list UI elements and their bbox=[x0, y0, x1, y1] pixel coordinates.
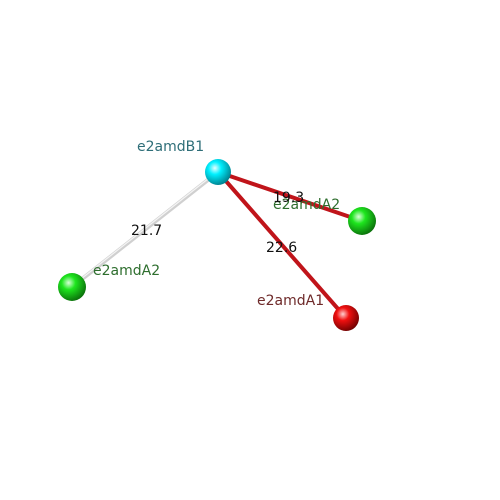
node-a1-label: e2amdA1 bbox=[257, 293, 324, 309]
node-a2-left-sphere bbox=[58, 273, 86, 301]
node-a2-right-sphere bbox=[348, 207, 376, 235]
edge-b1-a2-left-highlight bbox=[71, 170, 219, 287]
edge-b1-a1 bbox=[216, 170, 348, 320]
edge-b1-a2-left-distance: 21.7 bbox=[131, 223, 162, 239]
node-a2-left-label: e2amdA2 bbox=[93, 263, 160, 279]
node-a1-sphere bbox=[333, 305, 359, 331]
edge-b1-a2-right-distance: 19.3 bbox=[273, 190, 304, 206]
edge-b1-a2-left bbox=[70, 170, 220, 289]
node-b1-label: e2amdB1 bbox=[137, 139, 204, 155]
node-b1-sphere bbox=[205, 159, 231, 185]
edge-b1-a2-right bbox=[216, 170, 364, 223]
node-a2-right-label: e2amdA2 bbox=[273, 197, 340, 213]
edge-b1-a1-distance: 22.6 bbox=[266, 240, 297, 256]
